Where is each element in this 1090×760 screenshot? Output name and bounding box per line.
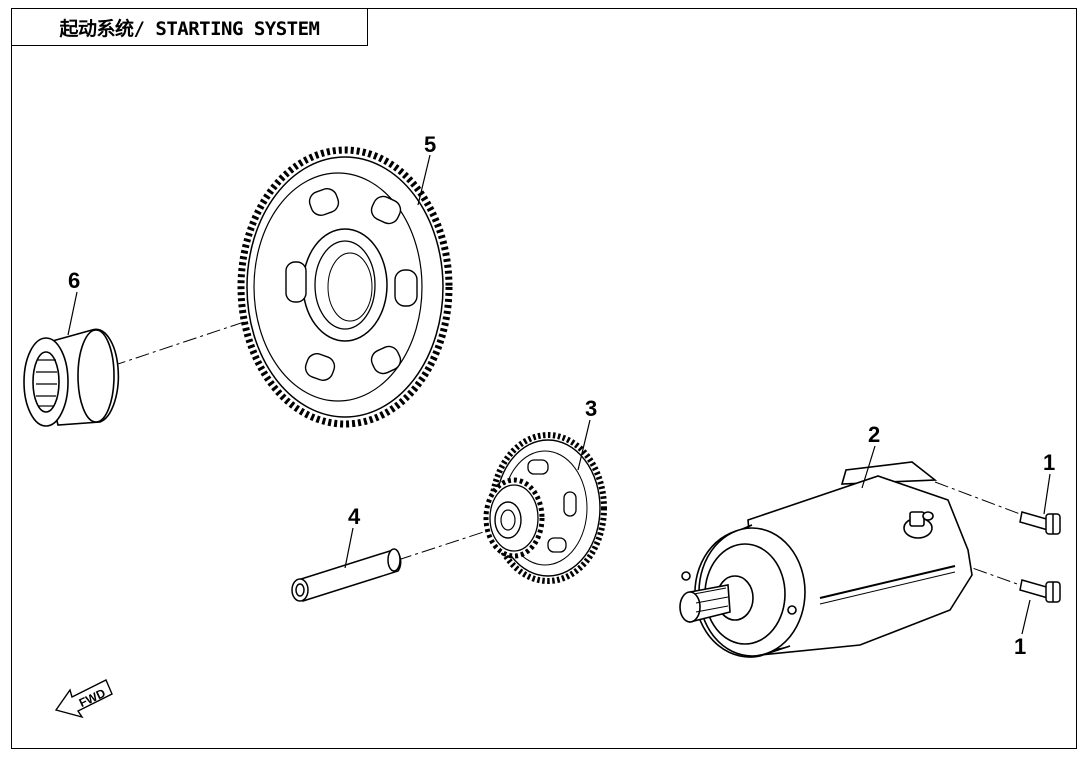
callout-1-upper: 1 — [1043, 450, 1055, 475]
fwd-arrow-icon: FWD — [54, 679, 113, 719]
callout-5: 5 — [424, 132, 436, 157]
fwd-label: FWD — [77, 686, 108, 710]
double-gear-icon — [483, 432, 607, 584]
callout-4: 4 — [348, 504, 361, 529]
page-title: 起动系统/ STARTING SYSTEM — [11, 8, 368, 46]
shaft-pin-icon — [291, 548, 402, 602]
callout-1-lower: 1 — [1014, 634, 1026, 659]
callout-2: 2 — [868, 422, 880, 447]
needle-bearing-icon — [23, 328, 120, 427]
bolt-icon — [1019, 511, 1061, 603]
large-gear-icon — [237, 146, 453, 428]
callout-6: 6 — [68, 268, 80, 293]
leader-lines — [67, 154, 1051, 635]
callout-3: 3 — [585, 396, 597, 421]
starter-motor-icon — [679, 461, 973, 658]
diagram-frame — [11, 8, 1077, 749]
